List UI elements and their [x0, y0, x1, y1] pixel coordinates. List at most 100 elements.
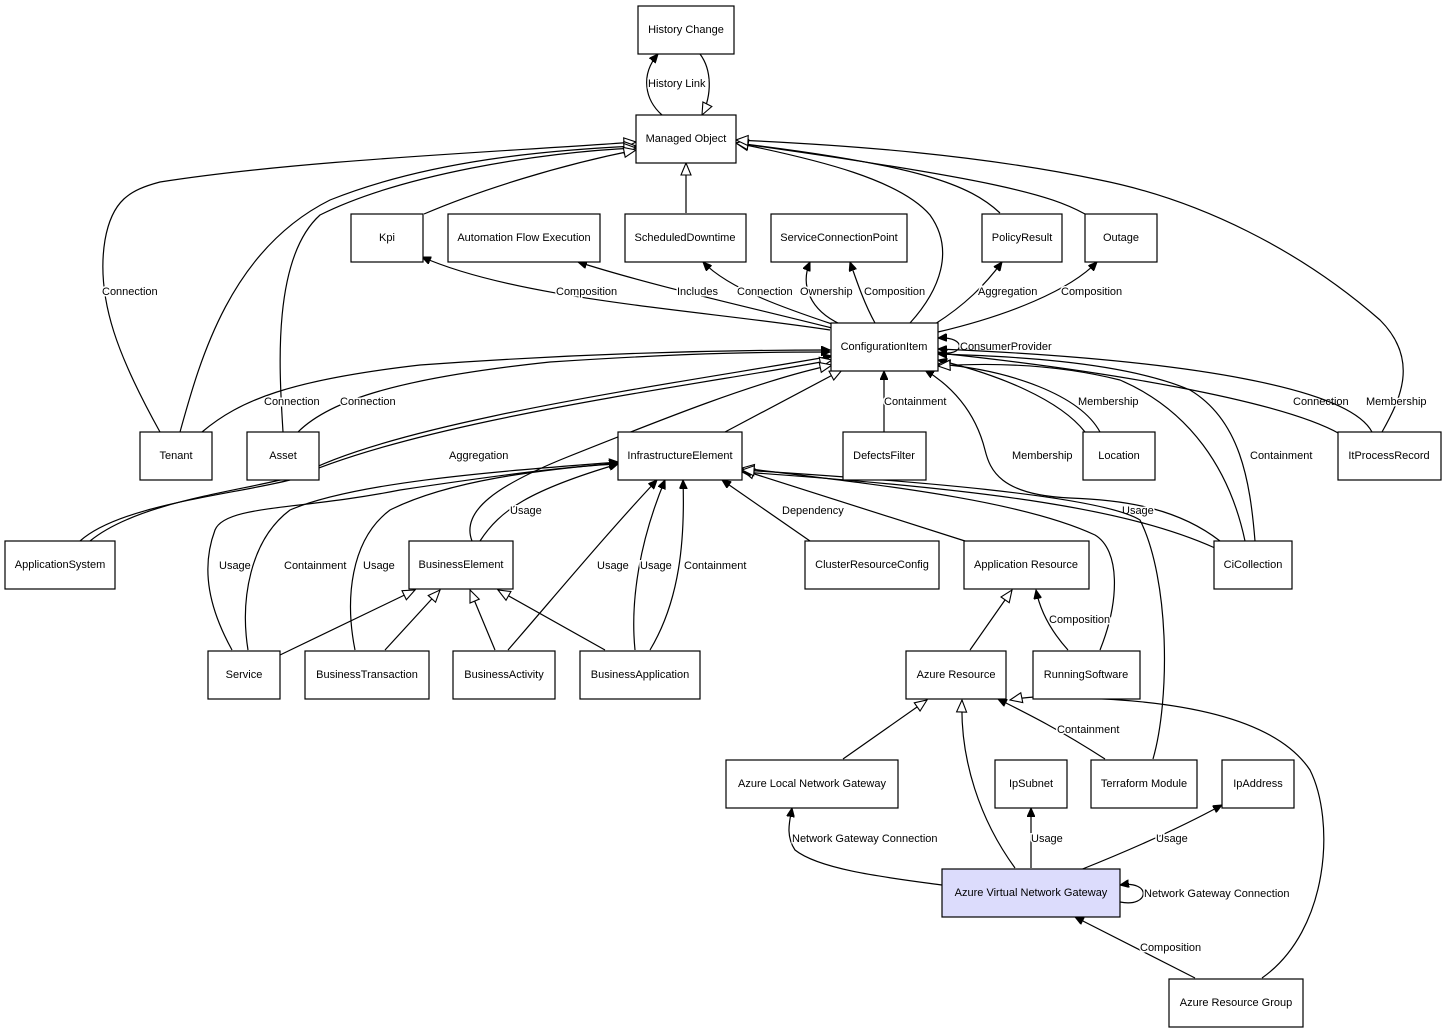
- node-azure-local-network-gateway[interactable]: Azure Local Network Gateway: [725, 759, 899, 809]
- edge-service-ie-usage: [207, 464, 618, 651]
- node-running-software[interactable]: RunningSoftware: [1032, 650, 1141, 700]
- edge-label: Aggregation: [449, 450, 508, 462]
- node-scheduled-downtime[interactable]: ScheduledDowntime: [624, 213, 747, 263]
- node-it-process-record[interactable]: ItProcessRecord: [1337, 431, 1442, 481]
- svg-text:Azure Local Network Gateway: Azure Local Network Gateway: [738, 778, 886, 790]
- edge-avng-alng-connection: [789, 808, 943, 886]
- edge-loc-ci-membership: [938, 360, 1086, 433]
- node-asset[interactable]: Asset: [246, 431, 320, 481]
- edge-pr-mo: [736, 143, 1001, 214]
- edge-ba-be: [469, 590, 496, 651]
- node-service[interactable]: Service: [207, 650, 281, 700]
- node-application-system[interactable]: ApplicationSystem: [4, 540, 116, 590]
- edge-tenant-mo: [179, 146, 636, 433]
- node-defects-filter[interactable]: DefectsFilter: [842, 431, 927, 481]
- node-configuration-item[interactable]: ConfigurationItem: [830, 322, 939, 372]
- edge-ar-ie: [742, 470, 966, 542]
- node-business-activity[interactable]: BusinessActivity: [452, 650, 556, 700]
- edge-label: Membership: [1366, 396, 1427, 408]
- node-terraform-module[interactable]: Terraform Module: [1090, 759, 1198, 809]
- node-outage[interactable]: Outage: [1084, 213, 1158, 263]
- edge-loc-ci: [938, 364, 1101, 433]
- node-business-element[interactable]: BusinessElement: [408, 540, 514, 590]
- edge-label: Containment: [1250, 450, 1312, 462]
- edge-label: Composition: [556, 286, 617, 298]
- node-location[interactable]: Location: [1082, 431, 1156, 481]
- edge-ci-pr-aggregation: [934, 262, 1002, 325]
- edge-kpi-mo: [423, 150, 636, 215]
- edge-label: Usage: [597, 560, 629, 572]
- edge-label: Containment: [684, 560, 746, 572]
- edge-label: Aggregation: [978, 286, 1037, 298]
- edge-be-ci: [469, 365, 832, 542]
- edge-label: History Link: [648, 78, 706, 90]
- node-azure-virtual-network-gateway[interactable]: Azure Virtual Network Gateway: [941, 868, 1121, 918]
- edge-ci-sd-connection: [703, 262, 836, 326]
- edge-asset-mo: [279, 148, 636, 433]
- edge-avng-self-connection: [1120, 884, 1144, 904]
- node-business-transaction[interactable]: BusinessTransaction: [304, 650, 430, 700]
- edge-label: Composition: [1049, 614, 1110, 626]
- edge-label: Usage: [363, 560, 395, 572]
- node-infrastructure-element[interactable]: InfrastructureElement: [617, 431, 743, 481]
- node-automation-flow-execution[interactable]: Automation Flow Execution: [447, 213, 601, 263]
- edge-tenant-ci-connection: [201, 350, 830, 433]
- svg-text:Location: Location: [1098, 450, 1140, 462]
- node-azure-resource-group[interactable]: Azure Resource Group: [1168, 978, 1304, 1028]
- edge-label: Usage: [510, 505, 542, 517]
- edge-label: Usage: [1031, 833, 1063, 845]
- edge-avng-ip-usage: [1079, 805, 1222, 871]
- edge-cic-ci-containment: [938, 354, 1256, 542]
- edge-ba-ie-usage: [507, 480, 657, 651]
- svg-text:BusinessActivity: BusinessActivity: [464, 669, 544, 681]
- edge-label: Usage: [219, 560, 251, 572]
- edge-label: Connection: [340, 396, 396, 408]
- svg-text:DefectsFilter: DefectsFilter: [853, 450, 915, 462]
- node-business-application[interactable]: BusinessApplication: [579, 650, 701, 700]
- svg-text:ItProcessRecord: ItProcessRecord: [1348, 450, 1429, 462]
- edge-label: Usage: [640, 560, 672, 572]
- svg-text:BusinessElement: BusinessElement: [419, 559, 504, 571]
- edge-cic-ci-membership: [925, 370, 1221, 542]
- edge-ie-ci: [724, 370, 842, 433]
- edge-ci-kpi-composition: [422, 257, 831, 331]
- edge-label: Connection: [1293, 396, 1349, 408]
- node-tenant[interactable]: Tenant: [139, 431, 213, 481]
- node-azure-resource[interactable]: Azure Resource: [905, 650, 1007, 700]
- edge-history-link-up: [646, 54, 663, 116]
- edge-alng-azr: [842, 700, 927, 760]
- edge-label: Connection: [264, 396, 320, 408]
- edge-label: Composition: [1140, 942, 1201, 954]
- node-policy-result[interactable]: PolicyResult: [981, 213, 1063, 263]
- svg-text:IpSubnet: IpSubnet: [1009, 778, 1053, 790]
- node-cluster-resource-config[interactable]: ClusterResourceConfig: [804, 540, 940, 590]
- node-ci-collection[interactable]: CiCollection: [1213, 540, 1293, 590]
- node-service-connection-point[interactable]: ServiceConnectionPoint: [770, 213, 908, 263]
- edge-cic-ie-usage: [742, 472, 1216, 549]
- edge-bapp-be: [498, 590, 606, 651]
- edge-label: Containment: [1057, 724, 1119, 736]
- edge-ci-afe-includes: [578, 262, 833, 329]
- svg-text:Terraform Module: Terraform Module: [1101, 778, 1187, 790]
- node-ip-address[interactable]: IpAddress: [1221, 759, 1295, 809]
- node-history-change[interactable]: History Change: [637, 5, 735, 55]
- edge-bapp-ie-containment: [649, 480, 683, 651]
- node-managed-object[interactable]: Managed Object: [635, 114, 737, 164]
- edge-avng-azr: [962, 700, 1016, 869]
- svg-text:Asset: Asset: [269, 450, 297, 462]
- edge-as-ci: [79, 360, 832, 542]
- edge-tenant-mo-connection: [102, 142, 636, 433]
- edge-label: Network Gateway Connection: [1144, 888, 1290, 900]
- svg-text:BusinessApplication: BusinessApplication: [591, 669, 689, 681]
- edge-label: Includes: [677, 286, 718, 298]
- svg-text:History Change: History Change: [648, 24, 724, 36]
- node-kpi[interactable]: Kpi: [350, 213, 424, 263]
- node-ip-subnet[interactable]: IpSubnet: [994, 759, 1068, 809]
- svg-text:Managed Object: Managed Object: [646, 133, 727, 145]
- edge-service-be: [279, 590, 415, 656]
- edge-tm-azr-containment: [998, 699, 1106, 760]
- edge-itpr-mo: [736, 140, 1404, 433]
- node-application-resource[interactable]: Application Resource: [963, 540, 1090, 590]
- svg-text:CiCollection: CiCollection: [1224, 559, 1283, 571]
- svg-text:Tenant: Tenant: [159, 450, 192, 462]
